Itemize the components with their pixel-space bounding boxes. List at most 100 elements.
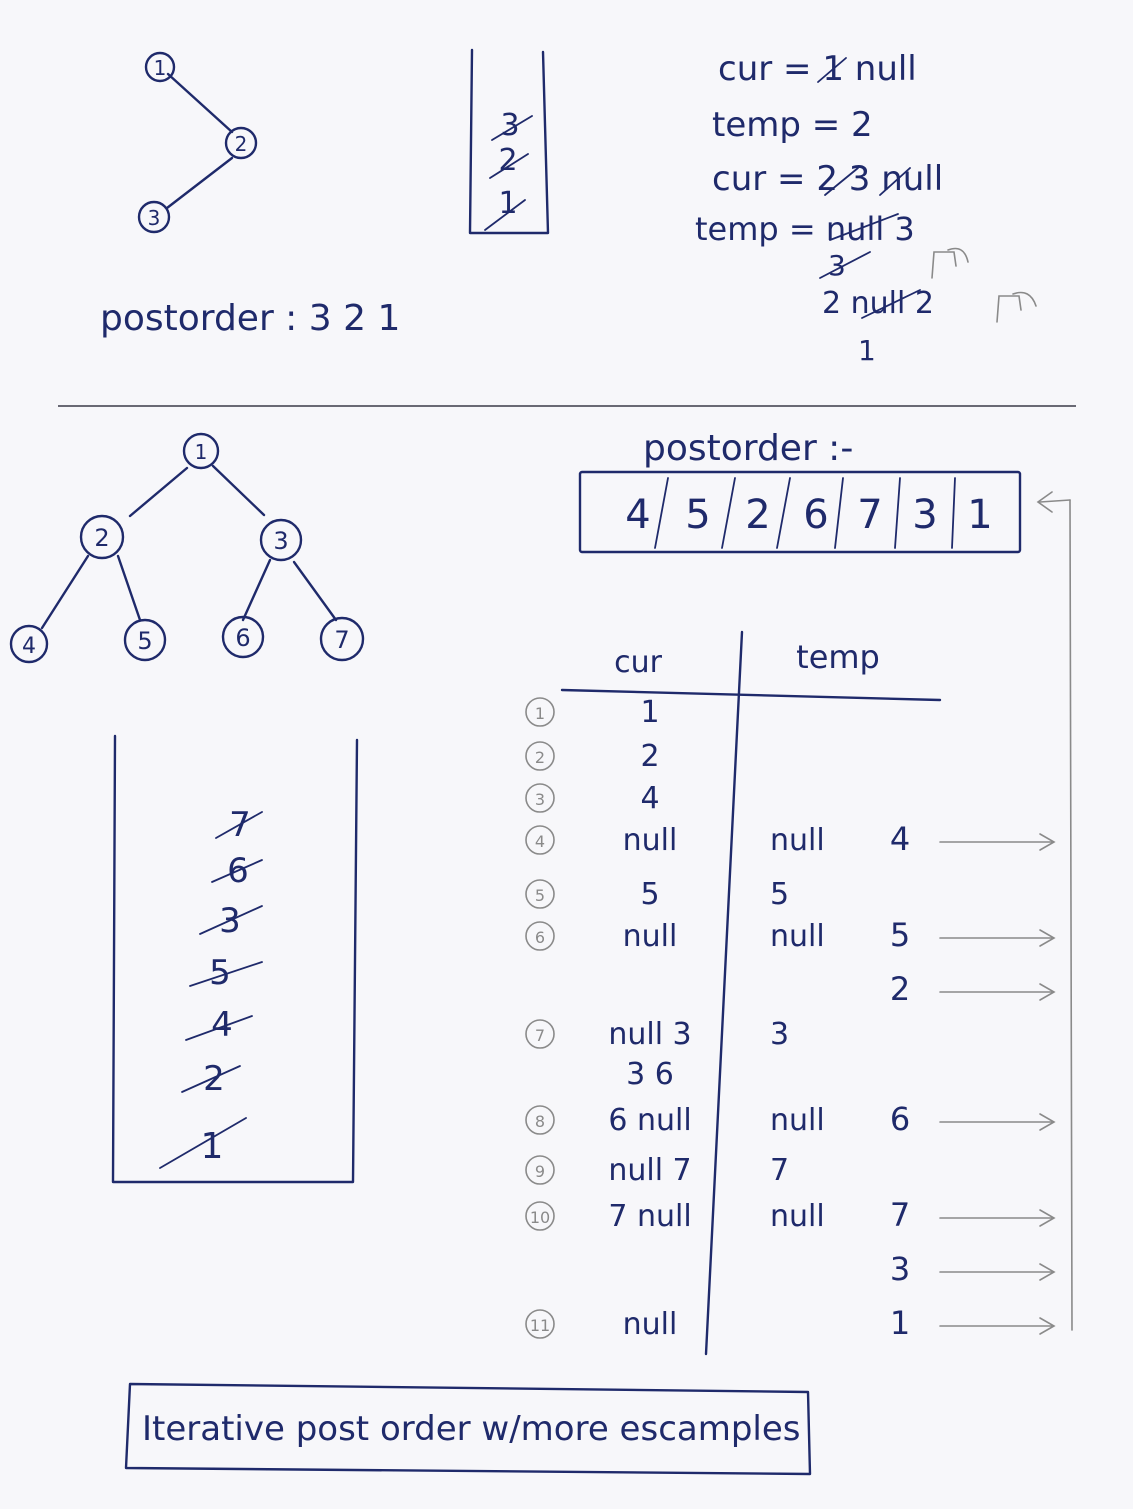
cell-output: 5 — [890, 916, 910, 954]
cell-cur: null 7 — [608, 1153, 691, 1188]
tree-node — [144, 51, 176, 83]
column-header-temp: temp — [796, 638, 880, 676]
arrow-head — [1039, 1209, 1056, 1227]
cell-cur: null 3 — [608, 1017, 691, 1052]
cell-cur: null — [623, 823, 678, 858]
output-bracket — [1036, 491, 1073, 1331]
tree-node-label: 6 — [235, 624, 250, 652]
trace-line: 1 — [858, 334, 876, 367]
caption-box: Iterative post order w/more escamples — [124, 1382, 812, 1476]
tree-node-label: 1 — [154, 56, 167, 80]
stack-item: 3 — [500, 108, 519, 143]
stack-item: 1 — [498, 186, 517, 221]
example1-postorder: postorder : 3 2 1 — [100, 298, 400, 339]
cell-cur: null — [623, 1307, 678, 1342]
step-number: 8 — [535, 1112, 545, 1131]
stack-item: 2 — [498, 143, 517, 178]
tree-node — [137, 200, 171, 234]
cell-output: 2 — [890, 970, 910, 1008]
postorder-cell: 6 — [803, 492, 828, 538]
arrow-head — [1039, 929, 1056, 947]
postorder-cell: 4 — [625, 492, 650, 538]
arrow-head — [1039, 1113, 1056, 1131]
trace-line: cur = 1 null — [718, 49, 917, 89]
pop-icon — [931, 247, 969, 279]
step-number: 1 — [535, 704, 545, 723]
step-number: 6 — [535, 928, 545, 947]
example1-stack: 3 2 1 — [468, 48, 550, 235]
step-number: 7 — [535, 1026, 545, 1045]
step-number: 9 — [535, 1162, 545, 1181]
example2-stack: 7 6 3 5 4 2 1 — [111, 734, 359, 1184]
tree-node-label: 5 — [137, 627, 152, 655]
column-header-cur: cur — [614, 645, 663, 680]
tree-node — [221, 615, 265, 659]
step-number-circle — [525, 1201, 555, 1231]
postorder-cell: 5 — [685, 492, 710, 538]
tree-node-label: 4 — [22, 634, 36, 659]
step-number-circle — [525, 1155, 555, 1185]
step-number: 10 — [530, 1208, 550, 1227]
cell-cur: 4 — [640, 781, 659, 816]
cell-temp: 3 — [770, 1017, 789, 1052]
step-number-circle — [525, 783, 555, 813]
tree-node-label: 2 — [94, 524, 109, 552]
postorder-cell: 1 — [967, 492, 992, 538]
tree-node — [319, 616, 365, 662]
step-number-circle — [525, 921, 555, 951]
cell-cur: 7 null — [608, 1199, 691, 1234]
pop-icon — [996, 291, 1037, 323]
postorder-title: postorder :- — [643, 428, 853, 469]
tree-node-label: 7 — [334, 626, 349, 654]
tree-node-label: 3 — [273, 527, 288, 555]
stack-item: 1 — [201, 1126, 224, 1167]
step-number-circle — [525, 1019, 555, 1049]
cell-temp: null — [770, 1199, 825, 1234]
example1-trace: cur = 1 null temp = 2 cur = 2 3 null tem… — [695, 49, 1037, 367]
arrow-head — [1039, 833, 1056, 851]
arrow-head — [1039, 983, 1056, 1001]
stack-item: 5 — [209, 953, 231, 993]
step-number: 4 — [535, 832, 545, 851]
cell-cur: 6 null — [608, 1103, 691, 1138]
step-number-circle — [525, 697, 555, 727]
cell-cur: 1 — [640, 695, 659, 730]
step-number-circle — [525, 879, 555, 909]
step-number: 3 — [535, 790, 545, 809]
tree-node — [182, 432, 220, 470]
postorder-cell: 2 — [745, 492, 770, 538]
postorder-cell: 3 — [912, 492, 937, 538]
arrow-head — [1039, 1317, 1056, 1335]
cell-output: 4 — [890, 820, 910, 858]
postorder-array — [578, 470, 1022, 554]
example2-postorder: postorder :- 4 5 2 6 7 3 1 — [578, 428, 1022, 554]
cell-cur: 3 6 — [626, 1057, 674, 1092]
arrow-head — [1039, 1263, 1056, 1281]
step-number-circle — [525, 1105, 555, 1135]
tree-node — [259, 518, 303, 562]
cell-cur: 2 — [640, 739, 659, 774]
cell-cur: 5 — [640, 877, 659, 912]
cell-cur: null — [623, 919, 678, 954]
tree-node-label: 1 — [195, 440, 208, 464]
cell-output: 7 — [890, 1196, 910, 1234]
stack-item: 4 — [211, 1005, 233, 1045]
cell-output: 3 — [890, 1250, 910, 1288]
trace-line: temp = null 3 — [695, 210, 915, 248]
example1-tree: 1 2 3 — [137, 51, 258, 234]
cell-output: 1 — [890, 1304, 910, 1342]
tree-node — [123, 618, 167, 662]
postorder-cell: 7 — [857, 492, 882, 538]
tree-node — [79, 514, 125, 560]
cell-temp: null — [770, 919, 825, 954]
tree-node-label: 2 — [235, 132, 248, 156]
step-number: 11 — [530, 1316, 550, 1335]
trace-line: temp = 2 — [712, 105, 873, 145]
step-number-circle — [525, 825, 555, 855]
cell-output: 6 — [890, 1100, 910, 1138]
caption-text: Iterative post order w/more escamples — [142, 1409, 801, 1449]
tree-node-label: 3 — [148, 206, 161, 230]
trace-table: cur temp — [560, 630, 942, 1356]
